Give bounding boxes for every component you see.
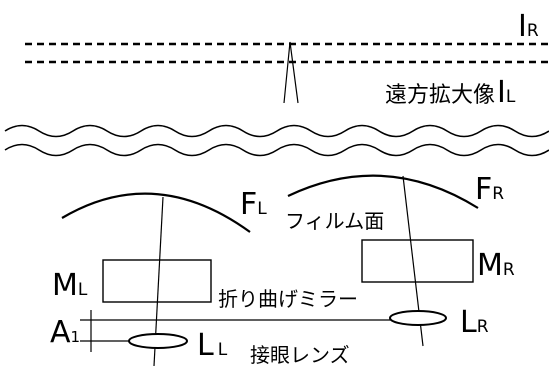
label-film-surface: フィルム面 bbox=[285, 209, 384, 233]
far-ray-triangle bbox=[283, 41, 299, 104]
mirror-left-box bbox=[102, 259, 212, 303]
label-film-left: FL bbox=[240, 187, 267, 222]
eyepiece-lens-right bbox=[389, 310, 447, 326]
label-eyepiece: 接眼レンズ bbox=[250, 343, 350, 367]
eyepiece-lens-left bbox=[128, 333, 188, 349]
film-surface-left bbox=[61, 192, 251, 233]
mirror-right-box bbox=[361, 239, 474, 283]
label-folding-mirror: 折り曲げミラー bbox=[218, 287, 358, 311]
label-image-right: IR bbox=[518, 9, 539, 44]
label-axis-gap: A1 bbox=[50, 315, 80, 350]
label-lens-right: LR bbox=[460, 305, 489, 340]
film-surface-right bbox=[287, 174, 479, 209]
break-wave-upper bbox=[4, 124, 549, 138]
label-far-image: 遠方拡大像IL bbox=[385, 75, 516, 110]
label-film-right: FR bbox=[475, 172, 504, 207]
break-wave-lower bbox=[4, 143, 549, 157]
label-mirror-left: ML bbox=[52, 268, 88, 303]
label-mirror-right: MR bbox=[477, 248, 515, 283]
